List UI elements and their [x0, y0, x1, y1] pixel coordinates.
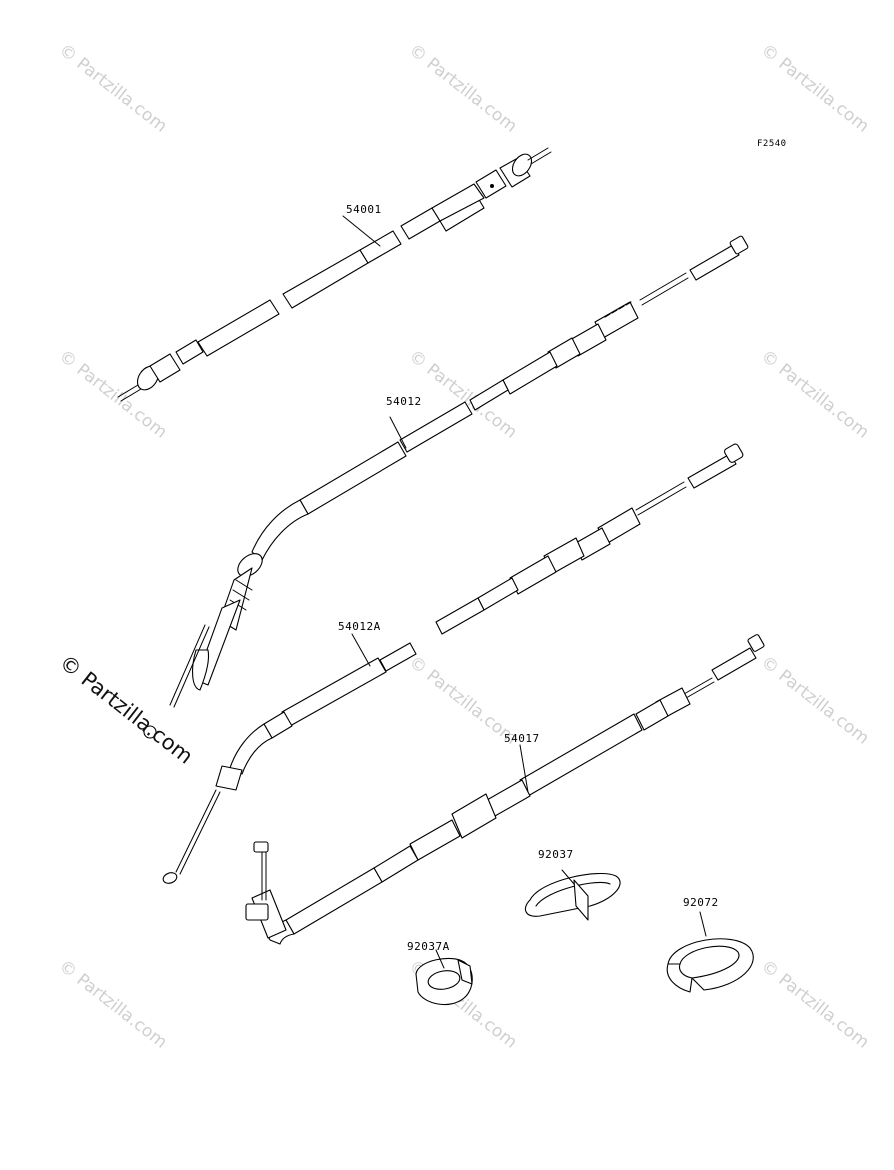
watermark-text: © Partzilla.com — [55, 40, 171, 137]
watermark-text: © Partzilla.com — [757, 956, 873, 1053]
watermark-text: © Partzilla.com — [757, 346, 873, 443]
watermark-main: © Partzilla.com — [55, 650, 197, 769]
part-92072-band[interactable] — [666, 911, 754, 993]
figure-code: F2540 — [757, 139, 787, 149]
part-label-54001: 54001 — [346, 203, 382, 216]
part-label-92072: 92072 — [683, 896, 719, 909]
part-54012-cable[interactable] — [143, 235, 749, 739]
part-92037-clamp[interactable] — [524, 869, 621, 921]
part-92037A-clamp[interactable] — [415, 949, 473, 1006]
watermark-text: © Partzilla.com — [757, 40, 873, 137]
part-54012A-cable[interactable] — [162, 443, 744, 885]
part-label-92037: 92037 — [538, 848, 574, 861]
part-label-92037A: 92037A — [407, 940, 450, 953]
part-label-54012A: 54012A — [338, 620, 381, 633]
part-label-54017: 54017 — [504, 732, 540, 745]
watermark-text: © Partzilla.com — [55, 956, 171, 1053]
watermark-text: © Partzilla.com — [757, 652, 873, 749]
part-54017-cable[interactable] — [245, 634, 765, 945]
part-label-54012: 54012 — [386, 395, 422, 408]
watermark-text: © Partzilla.com — [55, 346, 171, 443]
part-54001-cable[interactable] — [117, 147, 552, 402]
watermark-text: © Partzilla.com — [405, 40, 521, 137]
